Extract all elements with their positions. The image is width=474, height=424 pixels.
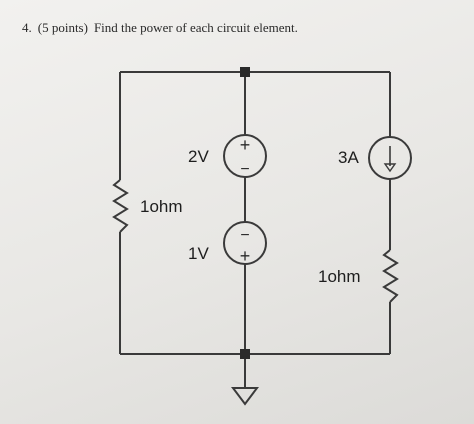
current-source-3a [368,136,412,180]
question-number: 4. [22,20,32,35]
voltage-source-2v-minus-sign: − [240,161,249,178]
voltage-source-1v: − + [223,221,267,266]
right-resistor [382,249,399,303]
ground-icon [231,387,259,406]
question-text: 4. (5 points) Find the power of each circu… [22,20,304,36]
voltage-source-1v-minus-sign: − [240,227,249,244]
right-resistor-label: 1ohm [318,267,361,286]
voltage-source-1v-circle [223,221,267,265]
arrow-down-icon [383,163,397,173]
left-resistor-label: 1ohm [140,197,183,216]
current-source-3a-label: 3A [338,148,359,167]
voltage-source-2v-circle [223,134,267,178]
question-points: (5 points) [37,20,88,35]
wiring [119,71,391,388]
voltage-source-1v-plus-sign: + [240,246,251,266]
current-source-3a-circle [368,136,412,180]
voltage-source-2v: + − [223,134,267,178]
voltage-source-2v-plus-sign: + [240,135,251,155]
top-node [240,67,250,77]
question-prompt: Find the power of each circuit element. [93,20,298,35]
left-resistor [112,179,129,233]
bottom-node [240,349,250,359]
voltage-source-1v-label: 1V [188,244,209,263]
voltage-source-2v-label: 2V [188,147,209,166]
